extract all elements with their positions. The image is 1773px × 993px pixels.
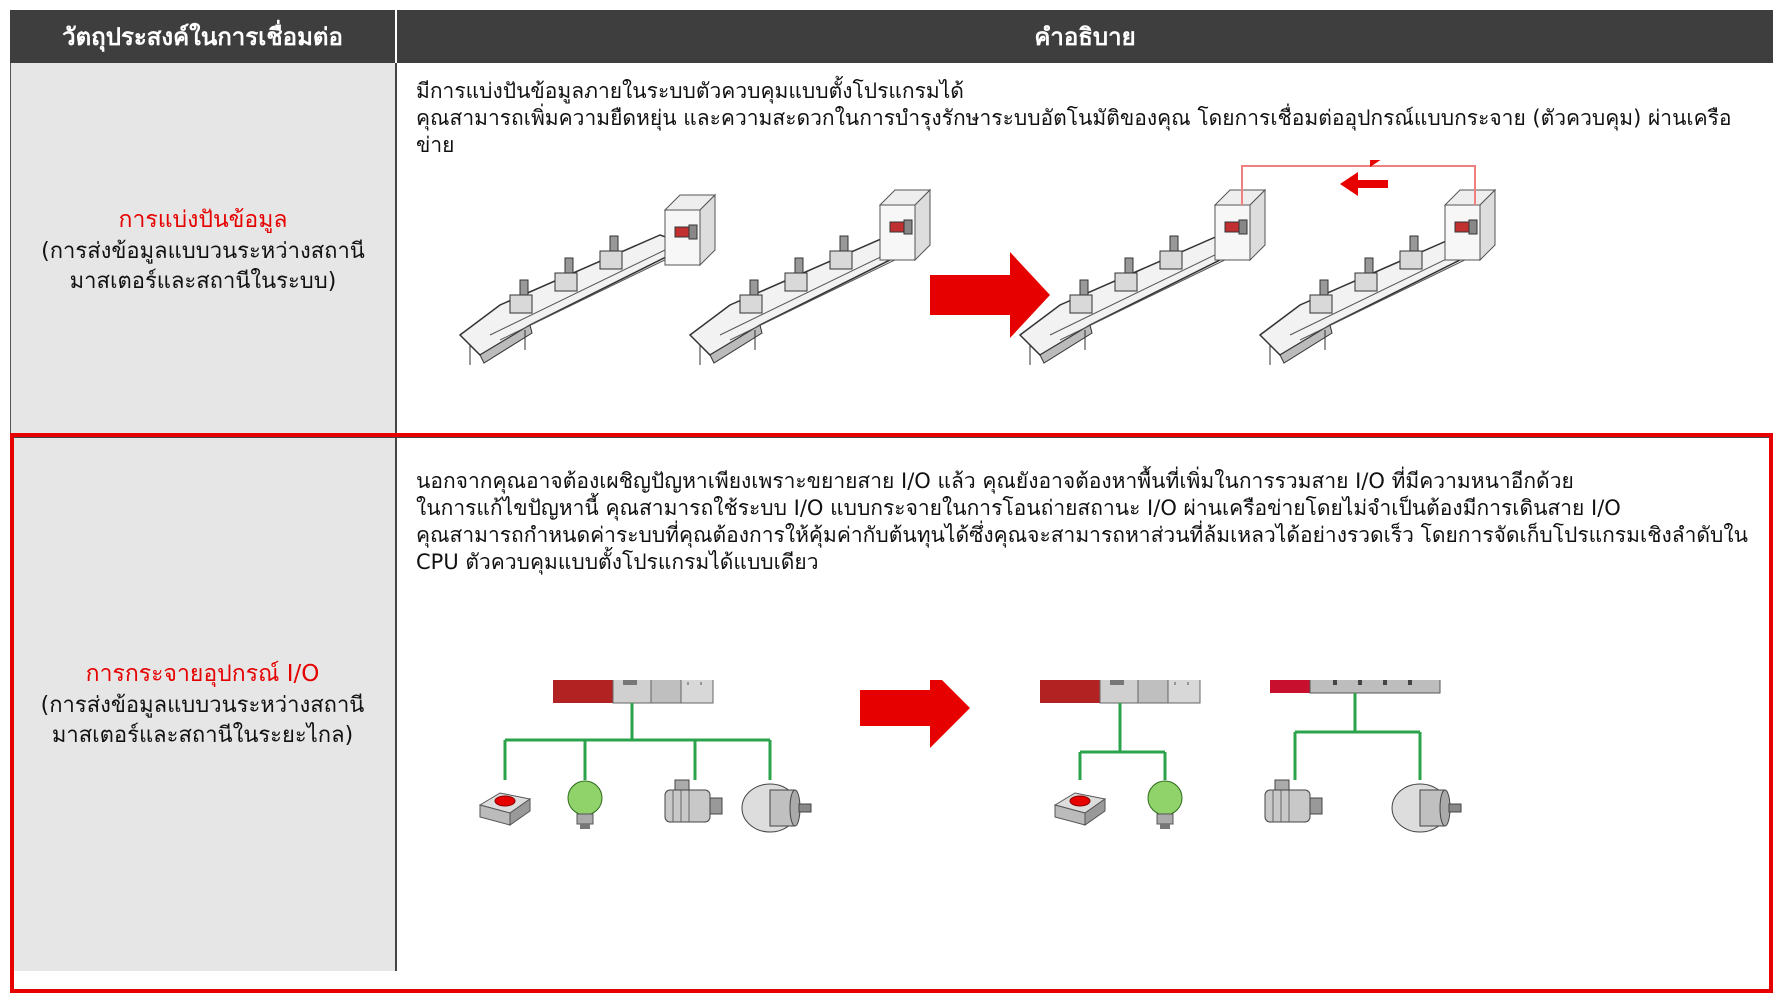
control-panel-icon <box>664 194 716 266</box>
conveyor-machine-icon <box>459 234 691 366</box>
light-bulb-icon <box>567 780 603 830</box>
row1-topic: การแบ่งปันข้อมูล <box>118 206 288 233</box>
control-panel-icon <box>879 189 931 261</box>
plc-rack-icon <box>1270 680 1441 694</box>
column-divider <box>395 63 397 971</box>
row1-subtitle: (การส่งข้อมูลแบบวนระหว่างสถานีมาสเตอร์แล… <box>41 238 365 294</box>
push-button-icon <box>479 792 531 826</box>
motor-icon <box>1391 783 1462 833</box>
row2-line-1: นอกจากคุณอาจต้องเผชิญปัญหาเพียงเพราะขยาย… <box>416 469 1574 493</box>
row1-line-1: มีการแบ่งปันข้อมูลภายในระบบตัวควบคุมแบบต… <box>416 79 964 103</box>
row2-line-3: คุณสามารถกำหนดค่าระบบที่คุณต้องการให้คุ้… <box>416 523 1748 574</box>
row2-purpose-cell: การกระจายอุปกรณ์ I/O (การส่งข้อมูลแบบวนร… <box>10 436 395 971</box>
row-divider <box>10 435 1773 438</box>
header-purpose: วัตถุประสงค์ในการเชื่อมต่อ <box>10 10 395 63</box>
header-description: คำอธิบาย <box>397 10 1773 63</box>
row1-purpose-cell: การแบ่งปันข้อมูล (การส่งข้อมูลแบบวนระหว่… <box>10 63 395 436</box>
exchange-arrows-icon <box>1340 160 1388 196</box>
plc-rack-icon <box>552 680 714 704</box>
row2-topic: การกระจายอุปกรณ์ I/O <box>85 660 320 687</box>
control-panel-icon <box>1214 189 1266 261</box>
row2-line-2: ในการแก้ไขปัญหานี้ คุณสามารถใช้ระบบ I/O … <box>416 496 1621 520</box>
row1-line-2: คุณสามารถเพิ่มความยืดหยุ่น และความสะดวกใ… <box>416 106 1732 157</box>
control-panel-icon <box>1444 189 1496 261</box>
plc-rack-icon <box>1039 680 1201 704</box>
push-button-icon <box>1054 792 1106 826</box>
row1-description: มีการแบ่งปันข้อมูลภายในระบบตัวควบคุมแบบต… <box>416 78 1761 159</box>
transition-arrow-icon <box>860 680 970 748</box>
motor-icon <box>1264 779 1323 823</box>
row2-subtitle: (การส่งข้อมูลแบบวนระหว่างสถานีมาสเตอร์แล… <box>40 692 365 748</box>
motor-icon <box>664 779 723 823</box>
transition-arrow-icon <box>930 252 1050 338</box>
io-distribution-diagram <box>479 680 1462 833</box>
motor-icon <box>741 783 812 833</box>
data-sharing-diagram <box>459 160 1496 366</box>
light-bulb-icon <box>1147 780 1183 830</box>
row2-description: นอกจากคุณอาจต้องเผชิญปัญหาเพียงเพราะขยาย… <box>416 468 1761 576</box>
